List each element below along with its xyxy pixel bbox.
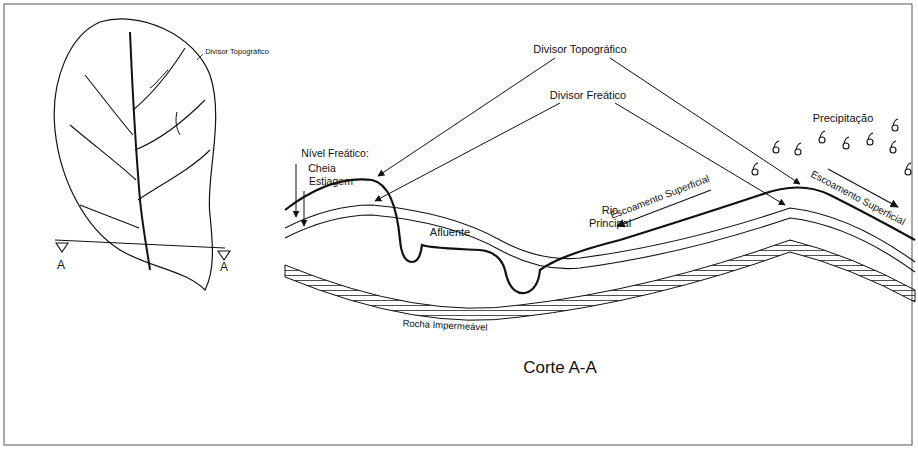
rock-label: Rocha Impermeável: [400, 318, 489, 334]
dry-level-label: Estiagem: [309, 175, 353, 187]
precipitation-label: Precipitação: [813, 112, 874, 125]
plan-divide-label: Divisor Topográfico: [205, 48, 269, 57]
flood-level-label: Cheia: [308, 162, 335, 174]
water-table: [285, 205, 915, 272]
section-marker: A: [220, 261, 228, 275]
section-marker: A: [57, 259, 65, 273]
leader-lines: [296, 58, 898, 226]
topographic-divide-label: Divisor Topográfico: [533, 43, 626, 56]
section-title: Corte A-A: [523, 358, 597, 378]
water-table-label: Nível Freático:: [301, 147, 369, 159]
phreatic-divide-label: Divisor Freático: [550, 89, 626, 102]
basin-plan: [54, 19, 230, 290]
ground-surface: [285, 179, 915, 293]
impermeable-rock: [285, 240, 915, 320]
tributary-label: Afluente: [430, 226, 470, 239]
runoff-label: Escoamento Superficial: [609, 173, 711, 221]
frame: [4, 4, 912, 445]
runoff-label: Escoamento Superficial: [809, 168, 907, 227]
raindrops: [752, 119, 911, 175]
